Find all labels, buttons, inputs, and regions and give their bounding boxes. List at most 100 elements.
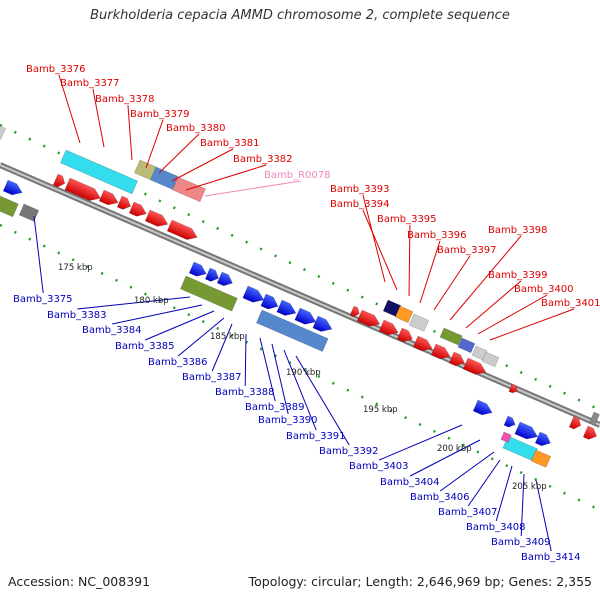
forward-gene-feature	[396, 327, 413, 343]
gene-label-bamb_3408: Bamb_3408	[466, 522, 526, 533]
reverse-gene-feature	[588, 411, 600, 426]
kbp-tick-label: 175 kbp	[58, 263, 93, 273]
label-leader-line	[185, 164, 267, 191]
forward-strand-genes	[52, 149, 598, 440]
reverse-gene-feature	[514, 421, 539, 440]
label-leader-line	[433, 255, 471, 311]
kbp-tick-label: 205 kbp	[512, 482, 547, 492]
gene-label-bamb_3379: Bamb_3379	[130, 109, 190, 120]
reverse-gene-feature	[242, 285, 265, 303]
label-leader-line	[379, 424, 463, 461]
label-leader-line	[439, 451, 495, 492]
gene-label-bamb_3394: Bamb_3394	[330, 199, 390, 210]
forward-gene-feature	[430, 343, 451, 360]
forward-gene-feature	[150, 166, 179, 190]
gene-label-bamb_3380: Bamb_3380	[166, 123, 226, 134]
gene-label-bamb_3396: Bamb_3396	[407, 230, 467, 241]
label-leader-line	[145, 119, 164, 169]
gene-label-bamb_3389: Bamb_3389	[245, 402, 305, 413]
accession: Accession: NC_008391	[8, 574, 151, 589]
gene-label-bamb_3384: Bamb_3384	[82, 325, 142, 336]
kbp-tick-label: 200 kbp	[437, 444, 472, 454]
reverse-gene-feature	[312, 315, 333, 332]
reverse-gene-feature	[534, 431, 551, 447]
label-leader-line	[495, 465, 513, 522]
reverse-gene-feature	[472, 399, 493, 416]
gene-label-bamb_3378: Bamb_3378	[95, 94, 155, 105]
forward-gene-feature	[378, 319, 399, 336]
forward-gene-feature	[412, 335, 433, 352]
reverse-gene-feature	[18, 203, 40, 222]
label-leader-line	[409, 439, 481, 477]
kbp-tick-label: 190 kbp	[286, 368, 321, 378]
kbp-tick-label: 180 kbp	[134, 296, 169, 306]
reverse-gene-feature	[276, 299, 297, 316]
label-leader-line	[92, 88, 105, 148]
forward-gene-feature	[408, 313, 430, 332]
reverse-gene-feature	[188, 261, 207, 277]
label-leader-line	[408, 224, 411, 297]
forward-gene-feature	[60, 149, 138, 195]
backbone	[0, 162, 600, 428]
label-leader-line	[145, 310, 215, 341]
reverse-gene-feature	[0, 195, 19, 218]
gene-label-bamb_3383: Bamb_3383	[47, 310, 107, 321]
reverse-gene-feature	[294, 307, 317, 325]
gene-label-bamb_3377: Bamb_3377	[60, 78, 120, 89]
label-leader-line	[77, 296, 191, 310]
label-leader-line	[489, 308, 575, 341]
reverse-gene-feature	[204, 267, 220, 282]
gene-label-bamb_3376: Bamb_3376	[26, 64, 86, 75]
gene-label-bamb_3382: Bamb_3382	[233, 154, 293, 165]
forward-gene-feature	[394, 305, 414, 323]
label-leader-line	[419, 240, 441, 304]
reverse-strand-genes	[0, 125, 600, 468]
reverse-gene-feature	[216, 271, 233, 287]
gene-label-bamb_3381: Bamb_3381	[200, 138, 260, 149]
forward-gene-feature	[98, 189, 119, 206]
gene-label-bamb_3387: Bamb_3387	[182, 372, 242, 383]
forward-gene-feature	[349, 305, 360, 318]
gene-label-bamb_3391: Bamb_3391	[286, 431, 346, 442]
reverse-gene-feature	[180, 275, 238, 312]
gene-label-bamb_3385: Bamb_3385	[115, 341, 175, 352]
forward-gene-feature	[166, 219, 198, 240]
label-leader-line	[158, 133, 200, 174]
forward-gene-feature	[462, 357, 487, 375]
label-leader-line	[535, 479, 552, 552]
gene-label-bamb_3406: Bamb_3406	[410, 492, 470, 503]
gene-label-bamb_3398: Bamb_3398	[488, 225, 548, 236]
forward-gene-feature	[508, 383, 519, 394]
gene-label-bamb_3390: Bamb_3390	[258, 415, 318, 426]
gene-label-bamb_3404: Bamb_3404	[380, 477, 440, 488]
label-leader-line	[467, 459, 501, 507]
gene-label-bamb_3399: Bamb_3399	[488, 270, 548, 281]
label-leader-line	[271, 343, 289, 415]
label-leader-line	[362, 194, 386, 283]
reverse-gene-feature	[500, 431, 512, 443]
label-leader-line	[171, 148, 234, 182]
forward-gene-feature	[144, 209, 169, 227]
reverse-gene-feature	[256, 309, 329, 352]
label-leader-line	[127, 104, 133, 161]
label-leader-line	[283, 349, 317, 431]
gene-label-bamb_3392: Bamb_3392	[319, 446, 379, 457]
label-leader-line	[204, 180, 301, 197]
kbp-tick-label: 195 kbp	[363, 405, 398, 415]
gene-label-bamb_3409: Bamb_3409	[491, 537, 551, 548]
forward-gene-feature	[52, 173, 66, 188]
gene-label-bamb_3403: Bamb_3403	[349, 461, 409, 472]
forward-gene-feature	[128, 201, 147, 217]
gene-label-bamb_3375: Bamb_3375	[13, 294, 73, 305]
forward-gene-feature	[64, 177, 101, 201]
reverse-gene-feature	[2, 179, 23, 196]
forward-gene-feature	[481, 351, 500, 368]
label-leader-line	[211, 323, 233, 372]
reverse-gene-feature	[503, 415, 516, 428]
forward-gene-feature	[439, 327, 463, 346]
gene-label-bamb_3397: Bamb_3397	[437, 245, 497, 256]
gene-label-bamb_3414: Bamb_3414	[521, 552, 581, 563]
gene-label-bamb_3407: Bamb_3407	[438, 507, 498, 518]
forward-gene-feature	[448, 351, 465, 367]
